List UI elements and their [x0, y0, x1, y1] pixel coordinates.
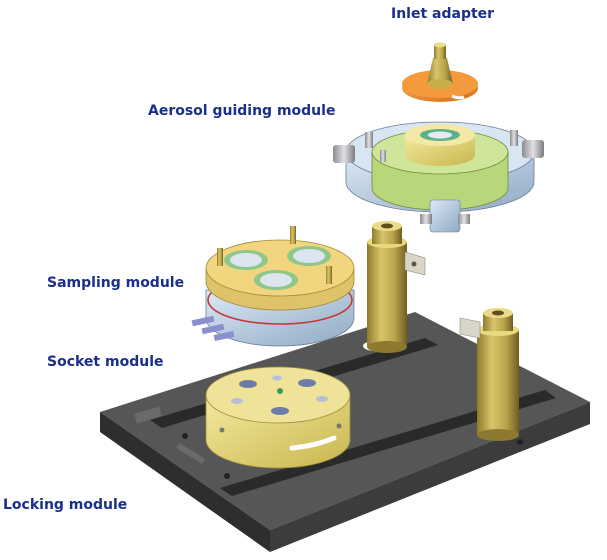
inlet-adapter-label: Inlet adapter — [391, 6, 495, 22]
socket-module-part — [205, 366, 351, 469]
sampling-module-label: Sampling module — [47, 275, 185, 291]
aerosol-guiding-module-part — [333, 121, 544, 233]
sampling-module-part — [191, 226, 355, 347]
socket-module-label: Socket module — [47, 354, 164, 370]
pillar-front — [459, 308, 519, 441]
inlet-adapter-part — [402, 42, 478, 102]
pillar-back — [367, 221, 426, 353]
aerosol-guiding-module-label: Aerosol guiding module — [148, 103, 336, 119]
locking-module-label: Locking module — [3, 497, 128, 513]
